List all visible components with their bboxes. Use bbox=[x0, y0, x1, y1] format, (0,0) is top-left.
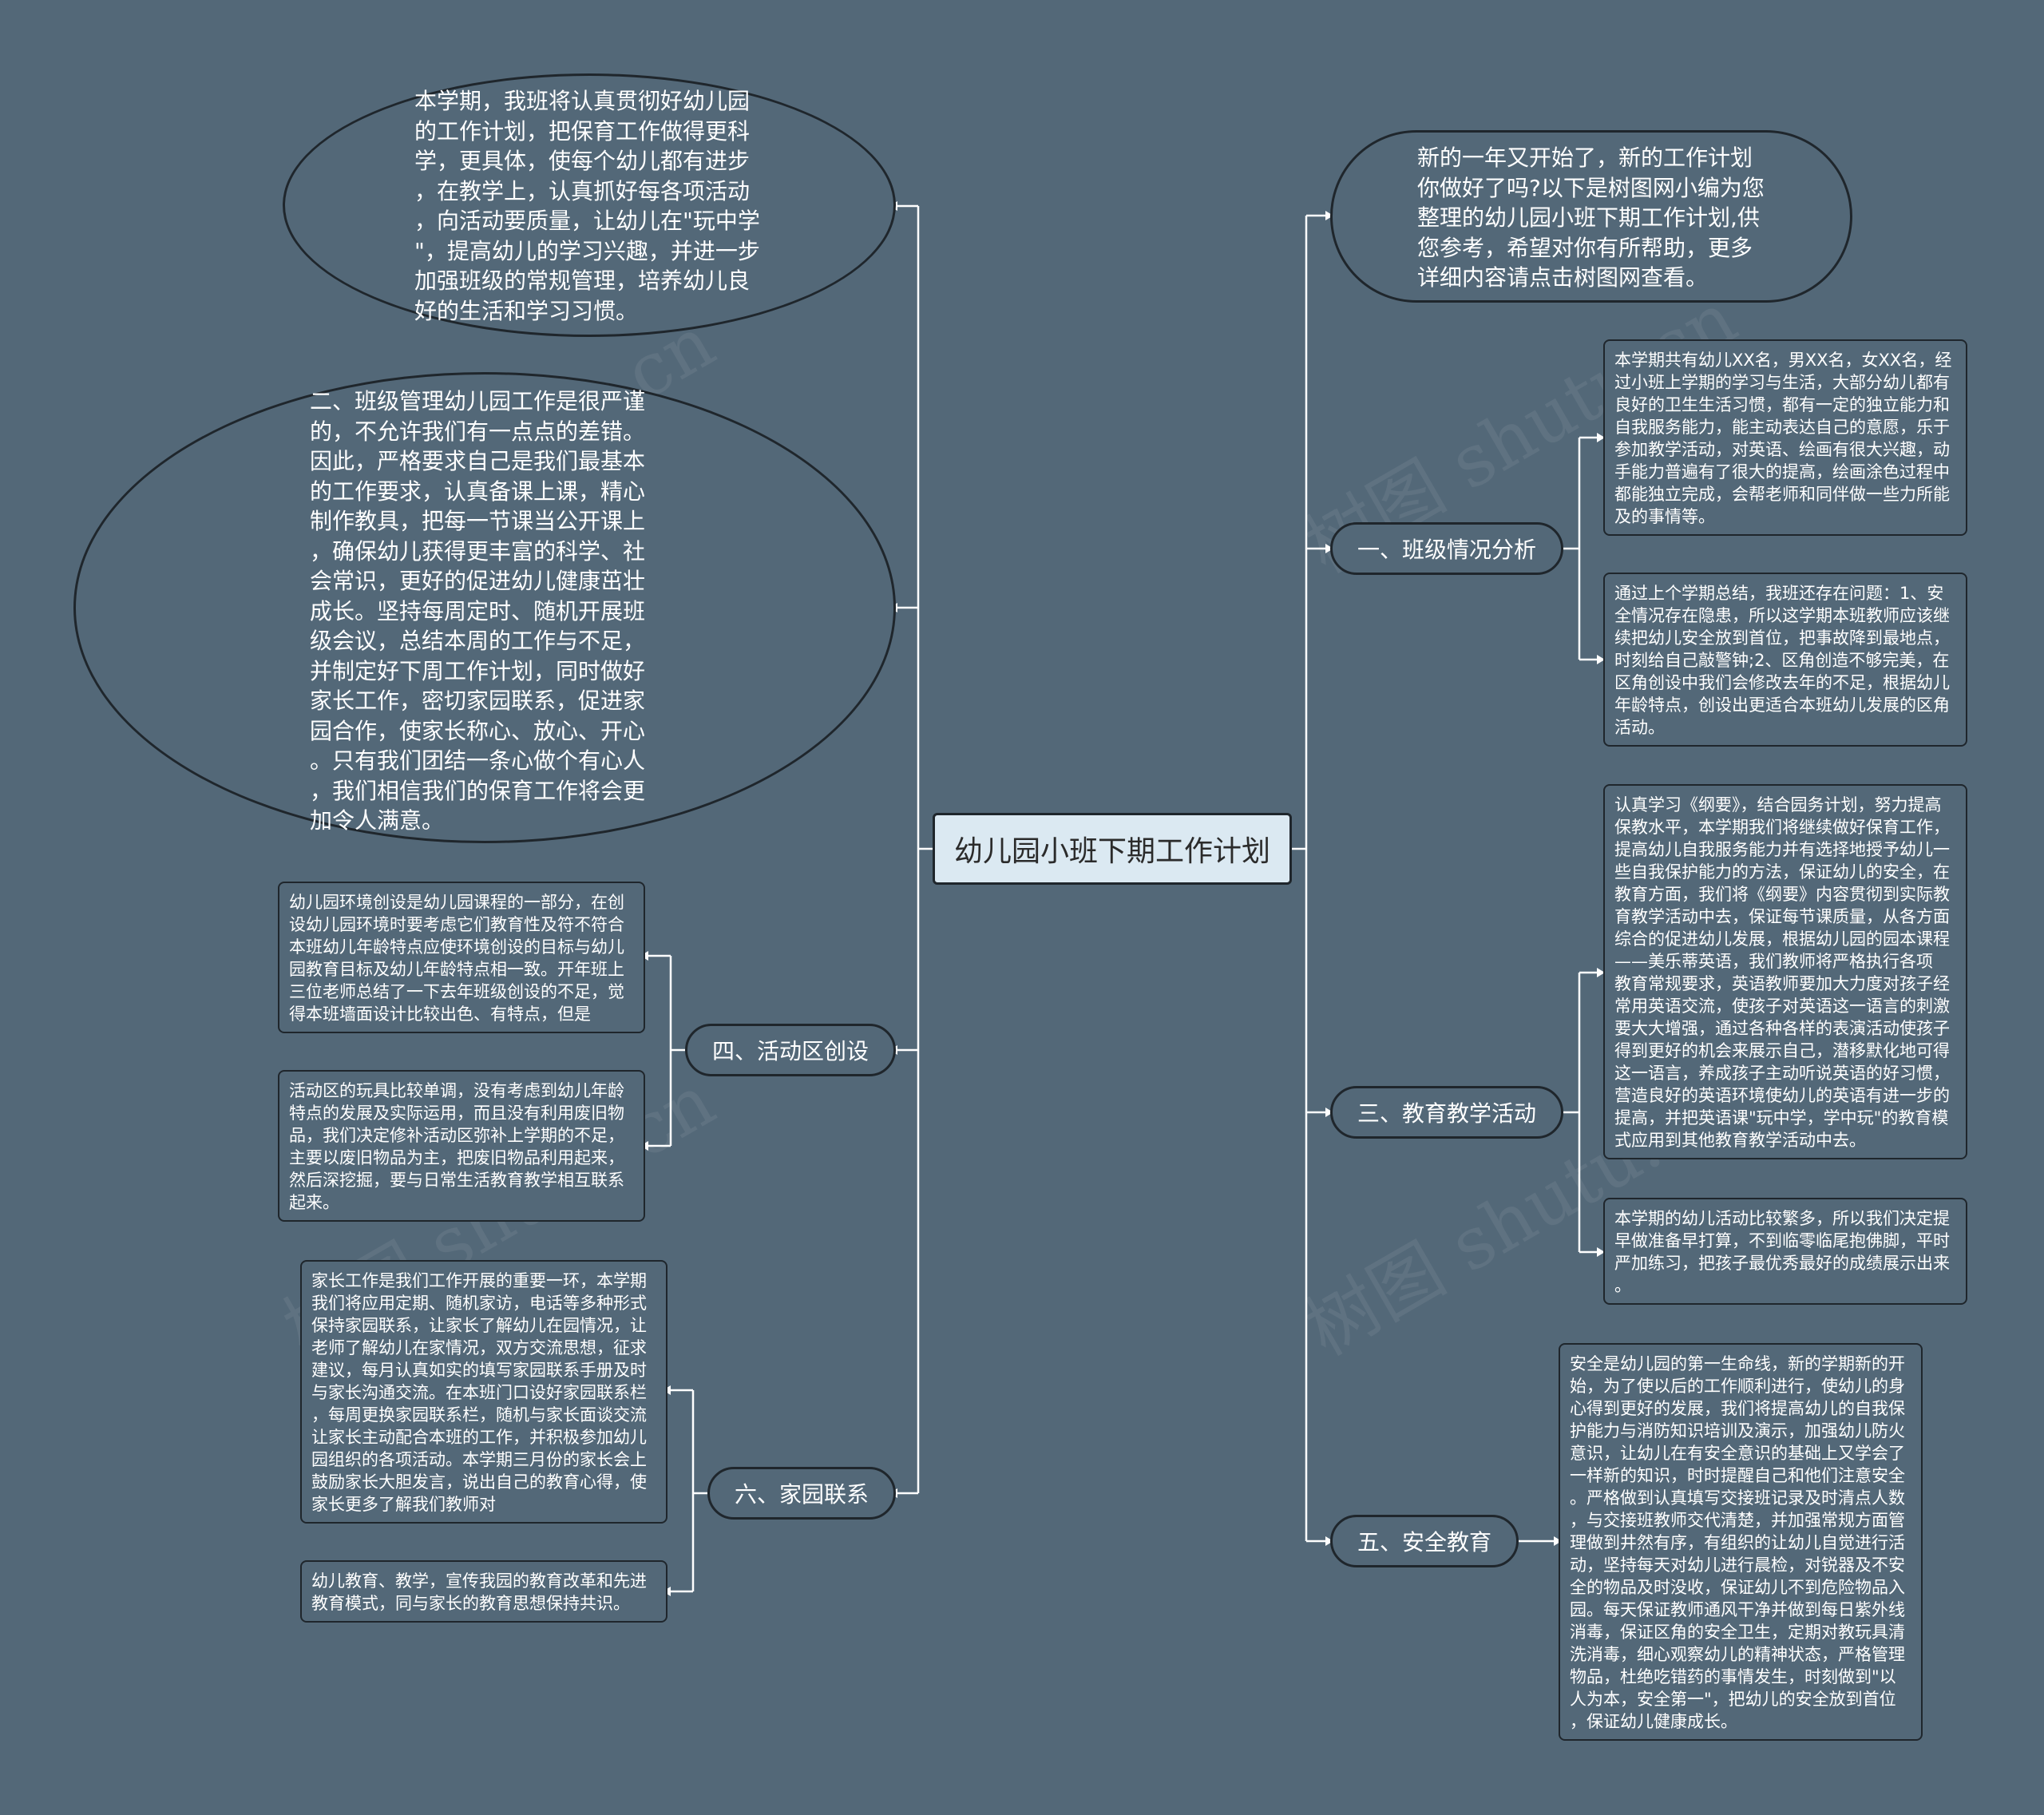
branch-teaching-activities-label: 三、教育教学活动 bbox=[1357, 1100, 1536, 1127]
branch-safety-education-label: 五、安全教育 bbox=[1357, 1529, 1491, 1555]
class-management-text: 二、班级管理幼儿园工作是很严谨 的，不允许我们有一点点的差错。 因此，严格要求自… bbox=[310, 388, 646, 834]
home-school-contact-detail-2: 幼儿教育、教学，宣传我园的教育改革和先进 教育模式，同与家长的教育思想保持共识。 bbox=[300, 1560, 667, 1623]
branch-home-school-contact-label: 六、家园联系 bbox=[734, 1481, 869, 1508]
teaching-activities-detail-1: 认真学习《纲要》，结合园务计划，努力提高 保教水平，本学期我们将继续做好保育工作… bbox=[1603, 784, 1967, 1159]
root-title: 幼儿园小班下期工作计划 bbox=[953, 835, 1270, 868]
intro-text: 新的一年又开始了，新的工作计划 你做好了吗?以下是树图网小编为您 整理的幼儿园小… bbox=[1417, 145, 1765, 291]
branch-class-analysis-label: 一、班级情况分析 bbox=[1357, 537, 1536, 563]
intro-bubble[interactable]: 新的一年又开始了，新的工作计划 你做好了吗?以下是树图网小编为您 整理的幼儿园小… bbox=[1330, 130, 1852, 303]
branch-activity-area-label: 四、活动区创设 bbox=[711, 1038, 869, 1064]
class-analysis-detail-1: 本学期共有幼儿XX名，男XX名，女XX名，经 过小班上学期的学习与生活，大部分幼… bbox=[1603, 339, 1967, 536]
teaching-activities-detail-2: 本学期的幼儿活动比较繁多，所以我们决定提 早做准备早打算，不到临零临尾抱佛脚，平… bbox=[1603, 1198, 1967, 1305]
branch-activity-area[interactable]: 四、活动区创设 bbox=[685, 1024, 896, 1076]
connector-branch1-trunk bbox=[1563, 438, 1581, 660]
connector-branch4-trunk bbox=[669, 956, 685, 1146]
connector-branch6-trunk bbox=[691, 1390, 707, 1591]
root-topic[interactable]: 幼儿园小班下期工作计划 bbox=[933, 813, 1292, 885]
branch-class-analysis[interactable]: 一、班级情况分析 bbox=[1330, 522, 1563, 575]
home-school-contact-detail-1: 家长工作是我们工作开展的重要一环，本学期 我们将应用定期、随机家访，电话等多种形… bbox=[300, 1260, 667, 1524]
activity-area-detail-1: 幼儿园环境创设是幼儿园课程的一部分，在创 设幼儿园环境时要考虑它们教育性及符不符… bbox=[278, 882, 645, 1033]
semester-plan-text: 本学期，我班将认真贯彻好幼儿园 的工作计划，把保育工作做得更科 学，更具体，使每… bbox=[414, 88, 760, 324]
semester-plan-oval[interactable]: 本学期，我班将认真贯彻好幼儿园 的工作计划，把保育工作做得更科 学，更具体，使每… bbox=[283, 73, 896, 337]
branch-teaching-activities[interactable]: 三、教育教学活动 bbox=[1330, 1086, 1563, 1139]
activity-area-detail-2: 活动区的玩具比较单调，没有考虑到幼儿年龄 特点的发展及实际运用，而且没有利用废旧… bbox=[278, 1070, 645, 1222]
class-analysis-detail-2: 通过上个学期总结，我班还存在问题：1、安 全情况存在隐患，所以这学期本班教师应该… bbox=[1603, 573, 1967, 747]
branch-home-school-contact[interactable]: 六、家园联系 bbox=[707, 1467, 896, 1520]
safety-education-detail-1: 安全是幼儿园的第一生命线，新的学期新的开 始，为了使以后的工作顺利进行，使幼儿的… bbox=[1559, 1343, 1923, 1741]
connector-branch3-trunk bbox=[1563, 973, 1581, 1252]
branch-safety-education[interactable]: 五、安全教育 bbox=[1330, 1515, 1519, 1567]
class-management-oval[interactable]: 二、班级管理幼儿园工作是很严谨 的，不允许我们有一点点的差错。 因此，严格要求自… bbox=[73, 372, 896, 843]
